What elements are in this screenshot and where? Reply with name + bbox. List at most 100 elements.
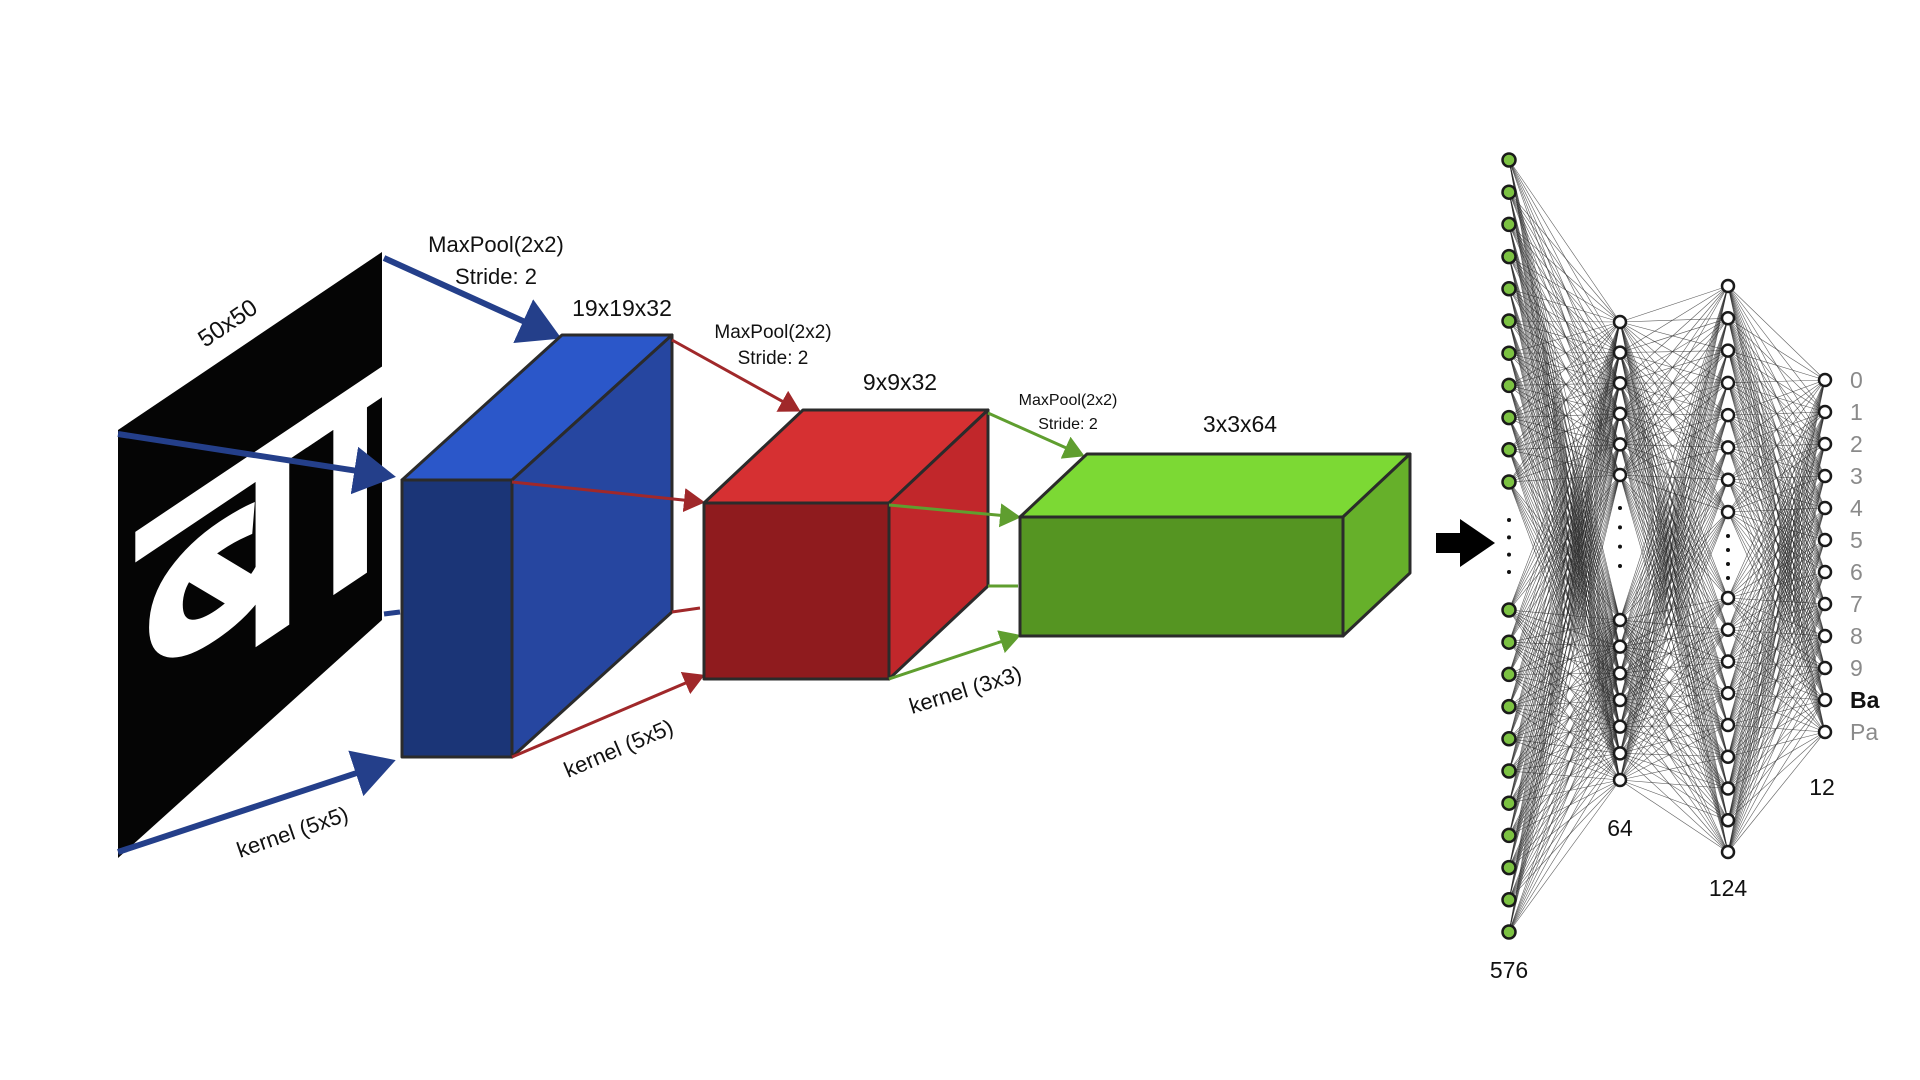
connection-l1-82	[1508, 352, 1621, 445]
connection-l1-124	[1508, 449, 1621, 647]
neuron-l4-6	[1817, 564, 1833, 580]
connection-l1-72	[1508, 320, 1621, 647]
pool-arrow-2	[671, 338, 801, 412]
conv1-block	[400, 333, 674, 759]
neuron-l3-3	[1720, 375, 1736, 391]
neuron-l1-20	[1501, 892, 1517, 908]
connection-l2-145	[1619, 629, 1729, 674]
neuron-l4-9	[1817, 660, 1833, 676]
connection-l1-97	[1508, 385, 1621, 621]
connection-l1-102	[1508, 385, 1621, 754]
connection-l2-91	[1619, 474, 1729, 481]
connection-l1-13	[1508, 192, 1621, 323]
connection-l1-53	[1508, 288, 1621, 353]
connection-l2-214	[1619, 661, 1729, 781]
connection-l1-63	[1508, 288, 1621, 754]
connection-l1-40	[1508, 256, 1621, 353]
connection-l1-280	[1508, 646, 1621, 933]
connection-l1-58	[1508, 288, 1621, 621]
neuron-l2-3	[1612, 406, 1628, 422]
connection-l2-85	[1619, 285, 1729, 476]
connection-l2-122	[1619, 382, 1729, 647]
conv3-arrow-bottom	[888, 630, 1021, 681]
connection-l2-35	[1619, 318, 1729, 384]
connection-l2-197	[1619, 661, 1729, 754]
connection-l1-16	[1508, 192, 1621, 414]
connection-l1-140	[1508, 481, 1621, 727]
connection-l2-207	[1619, 382, 1729, 781]
neuron-l2-2	[1612, 375, 1628, 391]
connection-l1-29	[1508, 224, 1621, 414]
connection-l1-143	[1508, 321, 1621, 611]
connection-l2-199	[1619, 724, 1729, 754]
connection-l1-45	[1508, 256, 1621, 621]
connection-l2-17	[1619, 285, 1729, 353]
neuron-l3-11	[1720, 686, 1736, 701]
neuron-l1-1	[1501, 184, 1517, 200]
neuron-l1-7	[1501, 377, 1517, 394]
ellipsis-dot-0-2	[1507, 552, 1511, 557]
connection-l1-61	[1508, 288, 1621, 701]
connection-l1-221	[1508, 321, 1621, 804]
connection-l2-211	[1619, 511, 1729, 781]
output-class-label-4: 4	[1850, 495, 1863, 521]
connection-l1-154	[1508, 609, 1621, 754]
connection-l2-186	[1619, 726, 1729, 853]
connection-l2-180	[1619, 661, 1729, 727]
connection-l2-121	[1619, 350, 1729, 647]
connection-l1-240	[1508, 619, 1621, 836]
connection-l1-156	[1508, 321, 1621, 643]
connection-l3-84	[1727, 379, 1826, 513]
connection-l1-232	[1508, 753, 1621, 804]
connection-l1-268	[1508, 673, 1621, 900]
connection-l1-179	[1508, 674, 1621, 727]
neuron-l3-0	[1720, 278, 1736, 294]
connection-l1-110	[1508, 417, 1621, 621]
pool2-label-line1: MaxPool(2x2)	[714, 322, 831, 343]
connection-l2-171	[1619, 318, 1729, 727]
connection-l1-266	[1508, 619, 1621, 900]
connection-l2-51	[1619, 285, 1729, 414]
connection-l2-53	[1619, 350, 1729, 415]
neuron-l1-5	[1501, 313, 1517, 329]
connection-l2-39	[1619, 382, 1729, 448]
conv-arrow-top	[117, 431, 396, 495]
connection-l1-167	[1508, 641, 1621, 754]
neuron-l3-12	[1720, 717, 1736, 733]
connection-l2-190	[1619, 382, 1729, 754]
ellipsis-dot-2-3	[1726, 576, 1730, 580]
neuron-l4-11	[1817, 724, 1833, 740]
flatten-arrow-head	[1460, 519, 1495, 567]
ellipsis-dots	[1507, 506, 1730, 580]
layer-size-label-3: 124	[1709, 875, 1748, 901]
conv3-front-face	[1018, 515, 1345, 638]
neuron-l4-1	[1817, 404, 1833, 420]
connection-l1-39	[1508, 256, 1621, 323]
connection-l1-253	[1508, 619, 1621, 868]
connection-l2-55	[1619, 413, 1729, 416]
connection-l2-102	[1619, 285, 1729, 621]
connection-l1-195	[1508, 321, 1621, 739]
connection-l2-189	[1619, 350, 1729, 754]
neuron-l2-5	[1612, 467, 1628, 483]
connection-l3-85	[1727, 411, 1826, 513]
connection-l2-138	[1619, 350, 1729, 674]
neuron-l4-4	[1817, 500, 1833, 516]
connection-l1-136	[1508, 481, 1621, 621]
connection-l2-89	[1619, 414, 1729, 476]
connection-l3-72	[1727, 379, 1826, 480]
ellipsis-dot-2-2	[1726, 562, 1730, 566]
connection-l2-72	[1619, 414, 1729, 445]
output-class-label-0: 0	[1850, 367, 1863, 393]
connection-l1-234	[1508, 321, 1621, 836]
connection-l3-197	[1727, 539, 1826, 853]
connection-l1-84	[1508, 353, 1621, 621]
connection-l1-94	[1508, 385, 1621, 415]
connection-l2-173	[1619, 382, 1729, 727]
connection-l2-110	[1619, 597, 1729, 621]
connection-l2-172	[1619, 350, 1729, 727]
neuron-l4-5	[1817, 532, 1833, 548]
connection-l2-178	[1619, 597, 1729, 727]
